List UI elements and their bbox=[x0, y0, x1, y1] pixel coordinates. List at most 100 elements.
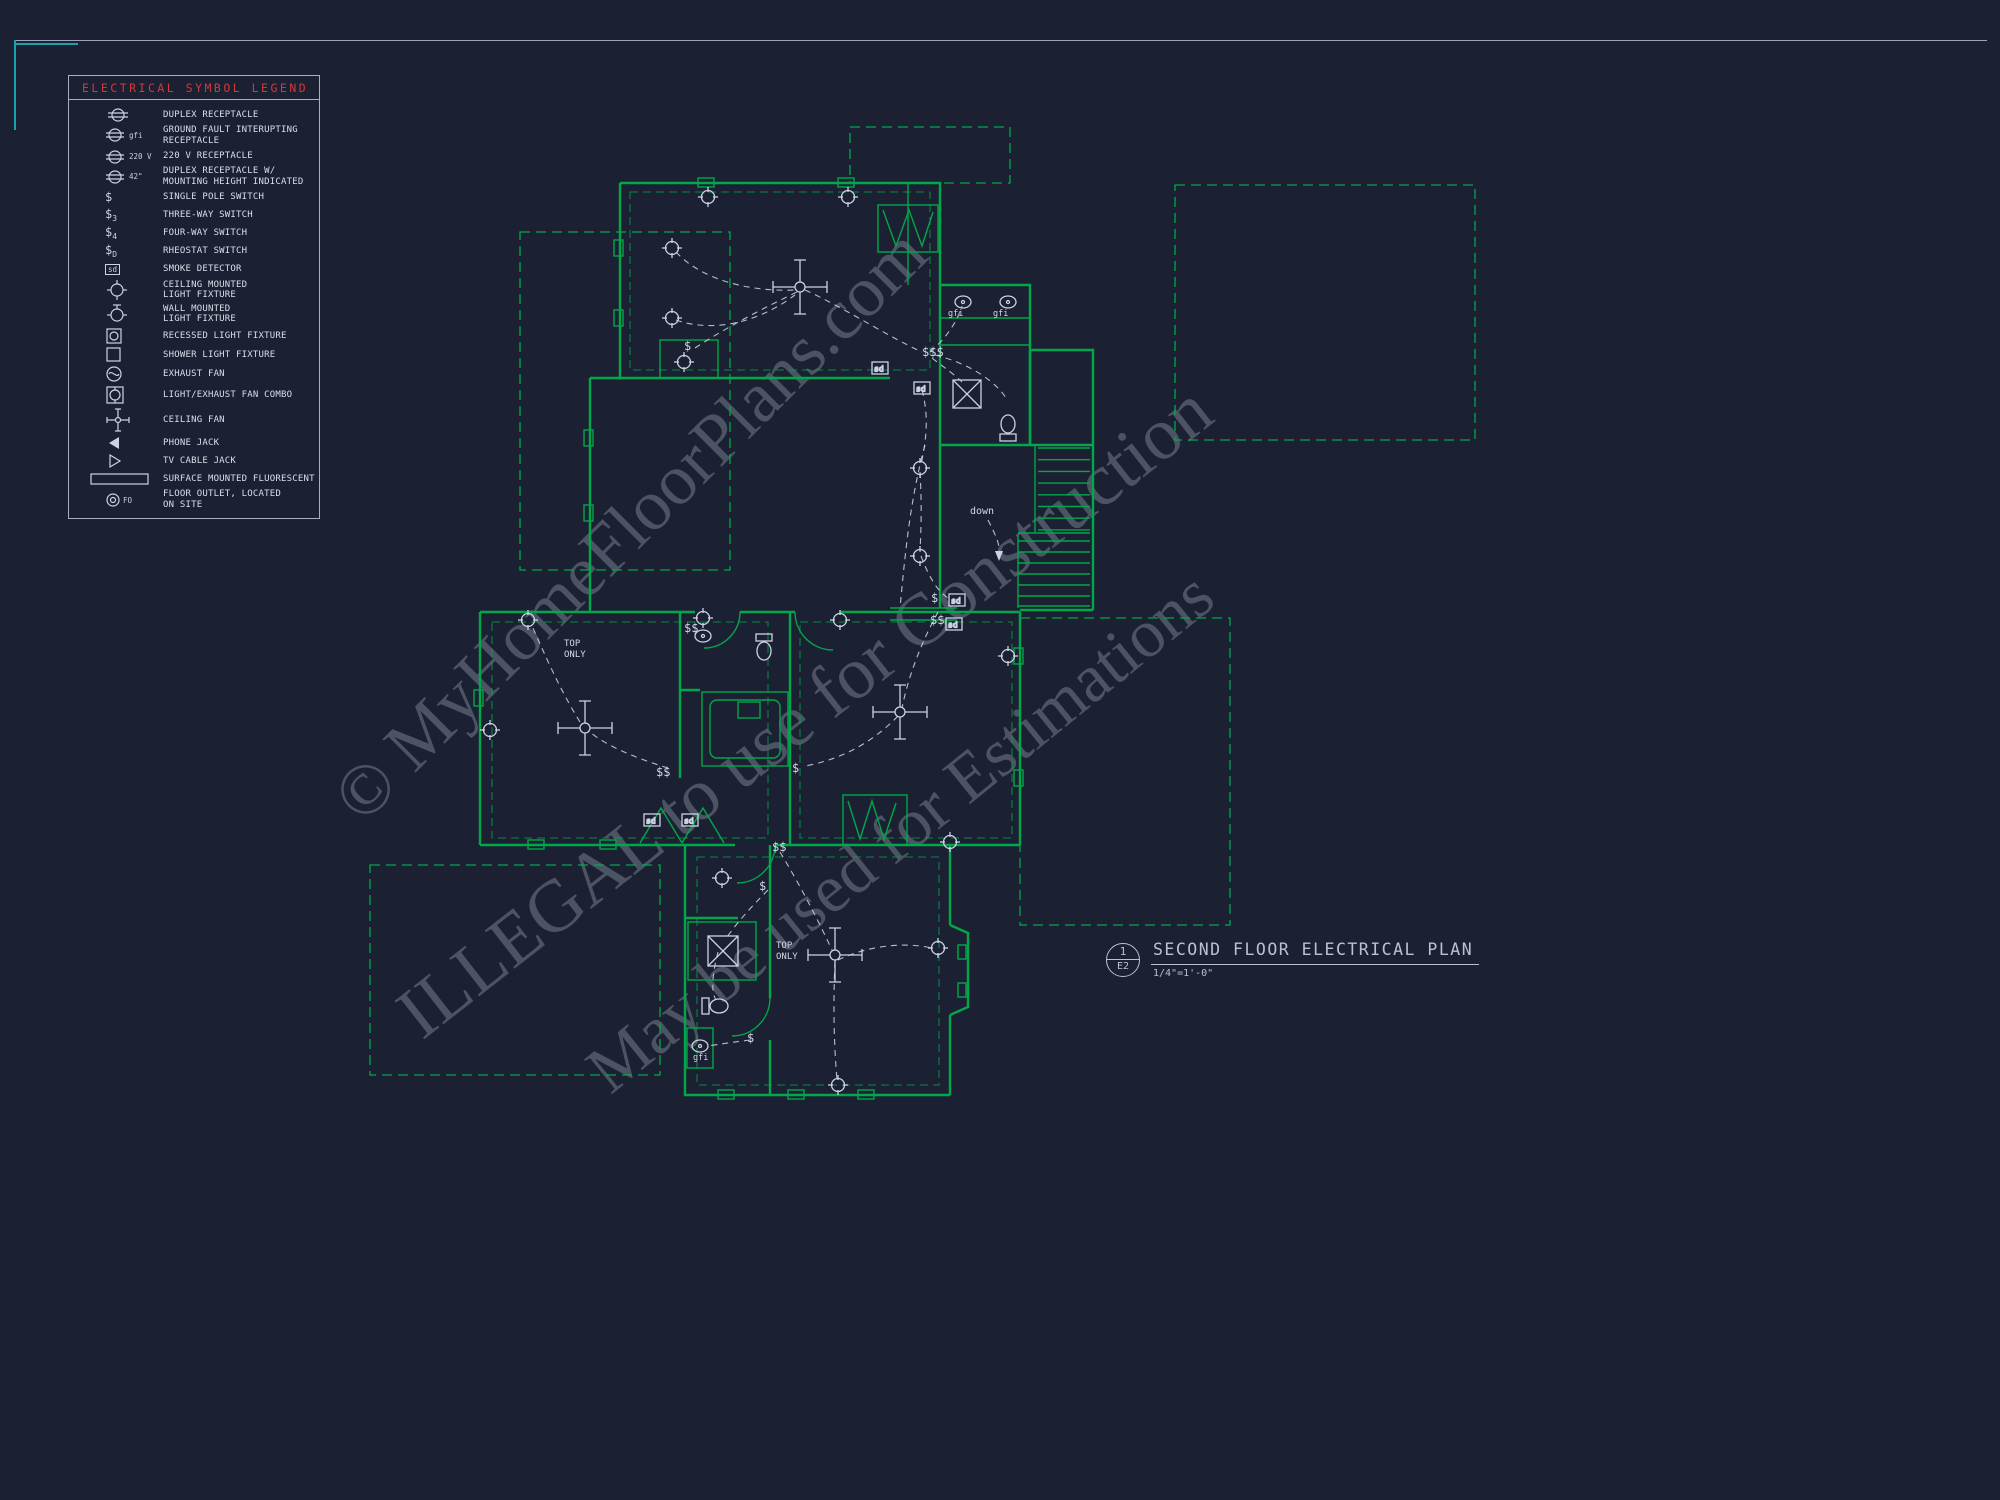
legend-row-gfi-receptacle: gfi GROUND FAULT INTERUPTING RECEPTACLE bbox=[69, 124, 317, 147]
legend-row-single-pole-switch: $ SINGLE POLE SWITCH bbox=[69, 188, 317, 206]
ceiling-fan-icon bbox=[772, 259, 828, 315]
legend-row-recessed-light: RECESSED LIGHT FIXTURE bbox=[69, 326, 317, 346]
gfi-receptacle-icon: gfi bbox=[71, 128, 163, 144]
legend-row-tv-cable-jack: TV CABLE JACK bbox=[69, 452, 317, 470]
top-border-rule bbox=[15, 40, 1987, 41]
recessed-light-icon bbox=[71, 327, 163, 345]
exhaust-fan-icon bbox=[71, 365, 163, 383]
sink-fixture bbox=[954, 295, 972, 309]
wall-light-icon bbox=[939, 831, 961, 853]
detail-number: 1 bbox=[1107, 944, 1139, 960]
legend-row-ceiling-fan: CEILING FAN bbox=[69, 406, 317, 434]
down-label: down bbox=[970, 506, 994, 517]
top-only-label: TOP bbox=[776, 941, 793, 951]
svg-text:sd: sd bbox=[874, 365, 884, 374]
teal-accent-vertical bbox=[14, 40, 16, 130]
four-way-switch-icon: $4 bbox=[105, 224, 118, 241]
legend-row-rheostat-switch: $D RHEOSTAT SWITCH bbox=[69, 242, 317, 260]
legend-row-220v-receptacle: 220 V 220 V RECEPTACLE bbox=[69, 147, 317, 165]
ceiling-light-icon bbox=[909, 457, 931, 479]
plan-labels: down TOP ONLY TOP ONLY bbox=[564, 506, 994, 962]
svg-text:sd: sd bbox=[916, 385, 926, 394]
smoke-detectors: sd sd sd sd sd sd bbox=[643, 361, 966, 827]
smoke-detector-icon: sd bbox=[71, 263, 163, 276]
fluorescent-icon bbox=[71, 472, 163, 486]
legend-row-ceiling-light: CEILING MOUNTED LIGHT FIXTURE bbox=[69, 278, 317, 302]
ceiling-fan-icon bbox=[557, 700, 613, 756]
switch-symbol: $$ bbox=[656, 765, 670, 779]
ceiling-light-icon bbox=[661, 307, 683, 329]
smoke-detector-symbol: sd bbox=[643, 813, 661, 827]
duplex-receptacle-icon bbox=[71, 107, 163, 123]
detail-bubble: 1 E2 bbox=[1106, 942, 1140, 977]
legend-row-duplex-receptacle: DUPLEX RECEPTACLE bbox=[69, 106, 317, 124]
svg-text:sd: sd bbox=[646, 817, 656, 826]
duplex-height-receptacle-icon: 42" bbox=[71, 169, 163, 185]
legend-row-smoke-detector: sd SMOKE DETECTOR bbox=[69, 260, 317, 278]
dashed-roof-outlines bbox=[369, 126, 1476, 1086]
light-exhaust-combo-icon bbox=[71, 385, 163, 405]
walls bbox=[478, 181, 1095, 1097]
wall-light-icon bbox=[697, 186, 719, 208]
sink-fixture bbox=[691, 1039, 709, 1053]
legend-row-shower-light: SHOWER LIGHT FIXTURE bbox=[69, 346, 317, 364]
switch-symbol: $ bbox=[759, 879, 766, 893]
wiring-runs bbox=[531, 251, 1007, 1081]
plan-scale: 1/4"=1'-0" bbox=[1153, 968, 1214, 979]
gfi-labels: gfi gfi gfi bbox=[693, 309, 1008, 1063]
shower-light-icon bbox=[952, 379, 982, 409]
legend-row-floor-outlet: FO FLOOR OUTLET, LOCATED ON SITE bbox=[69, 488, 317, 511]
wall-light-icon bbox=[71, 303, 163, 325]
down-arrow bbox=[987, 519, 1000, 557]
svg-text:sd: sd bbox=[951, 597, 961, 606]
shower-light-icon bbox=[71, 347, 163, 363]
door-swings bbox=[703, 611, 834, 1037]
switch-symbol: $ bbox=[684, 339, 691, 353]
wall-light-icon bbox=[479, 719, 501, 741]
legend-row-light-exhaust-combo: LIGHT/EXHAUST FAN COMBO bbox=[69, 384, 317, 406]
gfi-label: gfi bbox=[693, 1053, 708, 1063]
wall-light-icon bbox=[837, 186, 859, 208]
legend-row-wall-light: WALL MOUNTED LIGHT FIXTURE bbox=[69, 302, 317, 326]
rheostat-switch-icon: $D bbox=[105, 242, 118, 259]
legend-body: DUPLEX RECEPTACLE gfi GROUND FAULT INTER… bbox=[69, 100, 319, 518]
sheet-number: E2 bbox=[1116, 961, 1130, 972]
down-arrowhead bbox=[995, 551, 1003, 561]
plan-title: SECOND FLOOR ELECTRICAL PLAN bbox=[1151, 940, 1480, 965]
ceiling-light-icon bbox=[71, 279, 163, 301]
legend-title: ELECTRICAL SYMBOL LEGEND bbox=[69, 76, 319, 100]
shower-light-icon bbox=[707, 935, 739, 967]
switch-symbol: $$ bbox=[772, 840, 786, 854]
smoke-detector-symbol: sd bbox=[948, 593, 966, 607]
top-only-label: ONLY bbox=[564, 650, 586, 660]
title-block-text: SECOND FLOOR ELECTRICAL PLAN 1/4"=1'-0" bbox=[1151, 940, 1480, 979]
legend-row-three-way-switch: $3 THREE-WAY SWITCH bbox=[69, 206, 317, 224]
ceiling-fan-icon bbox=[71, 407, 163, 433]
title-block: 1 E2 SECOND FLOOR ELECTRICAL PLAN 1/4"=1… bbox=[1106, 940, 1480, 979]
ceiling-light-icon bbox=[909, 545, 931, 567]
ceiling-light-icon bbox=[673, 351, 695, 373]
toilet-fixture bbox=[999, 414, 1017, 442]
smoke-detector-symbol: sd bbox=[945, 617, 963, 631]
ceiling-light-icon bbox=[927, 937, 949, 959]
220v-receptacle-icon: 220 V bbox=[71, 148, 163, 164]
ceiling-light-icon bbox=[711, 867, 733, 889]
legend-row-fluorescent: SURFACE MOUNTED FLUORESCENT bbox=[69, 470, 317, 488]
smoke-detector-symbol: sd bbox=[913, 381, 931, 395]
legend-row-phone-jack: PHONE JACK bbox=[69, 434, 317, 452]
top-only-label: ONLY bbox=[776, 952, 798, 962]
switch-symbol: $$ bbox=[684, 621, 698, 635]
tv-cable-jack-icon bbox=[71, 453, 163, 469]
phone-jack-icon bbox=[71, 435, 163, 451]
switch-symbol: $ bbox=[931, 591, 938, 605]
gfi-label: gfi bbox=[948, 309, 963, 319]
electrical-fixtures bbox=[479, 186, 1019, 1096]
sink-fixture bbox=[999, 295, 1017, 309]
switch-symbol: $ bbox=[747, 1031, 754, 1045]
windows bbox=[473, 177, 1024, 1100]
wall-light-icon bbox=[997, 645, 1019, 667]
three-way-switch-icon: $3 bbox=[105, 206, 118, 223]
svg-text:sd: sd bbox=[948, 621, 958, 630]
